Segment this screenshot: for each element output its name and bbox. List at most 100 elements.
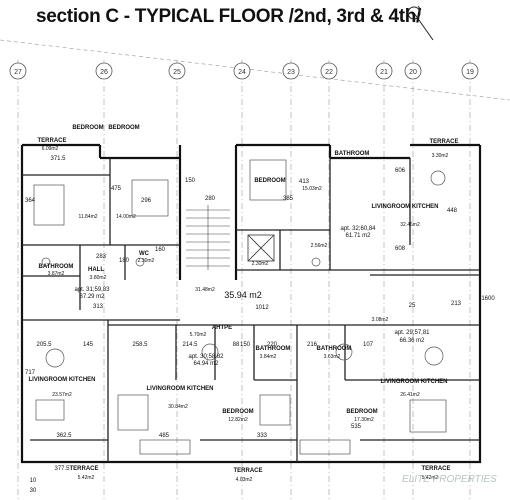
room-name: TERRACE: [421, 466, 450, 472]
dimension-label: 180: [119, 258, 130, 264]
shaft-area-value: 2.30m2: [252, 261, 269, 267]
axis-bubble-21: [375, 62, 393, 80]
axis-bubbles: [9, 62, 479, 80]
dimension-label: 717: [25, 370, 36, 376]
apartment-area: 64.94 m2: [193, 361, 219, 367]
axis-label: 26: [100, 69, 108, 76]
axis-label: 21: [380, 69, 388, 76]
axis-bubble-25: [168, 62, 186, 80]
apartment-area: 66.36 m2: [399, 338, 425, 344]
axis-label: 24: [238, 69, 246, 76]
dimension-label: 606: [395, 168, 406, 174]
interior-walls: [22, 158, 480, 462]
dimension-label: 296: [141, 198, 152, 204]
dimension-label: 107: [363, 342, 374, 348]
apartment-label: apt. 29;57,81: [394, 330, 430, 336]
axis-label: 22: [325, 69, 333, 76]
room-area: 3.84m2: [260, 354, 277, 360]
room-name: BEDROOM: [254, 178, 285, 184]
dimension-label: 1600: [481, 296, 495, 302]
room-area: 14.00m2: [116, 214, 136, 220]
dimension-label: 160: [155, 247, 166, 253]
apartment-label: apt. 30;58,82: [188, 354, 224, 360]
dimension-label: 362.5: [56, 433, 72, 439]
dimension-label: 10: [30, 478, 37, 484]
dimension-label: 475: [111, 186, 122, 192]
dimension-label: 150: [240, 342, 251, 348]
apartment-label: apt. 31;59,83: [74, 287, 110, 293]
dimension-label: 608: [395, 246, 406, 252]
room-name: TERRACE: [429, 139, 458, 145]
room-area: 3.80m2: [90, 275, 107, 281]
room-area: 5.42m2: [422, 475, 439, 481]
dimension-label: 1012: [255, 305, 269, 311]
room-area: 3.87m2: [48, 271, 65, 277]
room-area: 3.30m2: [432, 153, 449, 159]
room-name: TERRACE: [37, 138, 66, 144]
dimension-label: 535: [351, 424, 362, 430]
dimension-label: 88: [233, 342, 240, 348]
dimension-label: 205.5: [36, 342, 52, 348]
room-name: WC: [139, 251, 150, 257]
room-area: 17.30m2: [354, 417, 374, 423]
room-area: 2.56m2: [311, 243, 328, 249]
dimension-label: 364: [25, 198, 36, 204]
dimension-label: 280: [205, 196, 216, 202]
axis-bubble-24: [233, 62, 251, 80]
axis-bubble-27: [9, 62, 27, 80]
room-area: 32.46m2: [400, 222, 420, 228]
room-area: 30.84m2: [168, 404, 188, 410]
drawing-title: section C - TYPICAL FLOOR /2nd, 3rd & 4t…: [36, 6, 422, 27]
room-name: TERRACE: [69, 466, 98, 472]
room-name: BATHROOM: [335, 151, 370, 157]
room-area: 6.09m2: [42, 146, 59, 152]
dimension-label: 333: [257, 433, 268, 439]
room-area: 12.82m2: [228, 417, 248, 423]
dimension-label: 377.5: [54, 466, 70, 472]
dimension-label: 220: [267, 342, 278, 348]
room-area: 5.70m2: [190, 332, 207, 338]
dimension-label: 283: [96, 254, 107, 260]
axis-grid: [0, 39, 510, 500]
dimension-label: 371.5: [50, 156, 66, 162]
axis-bubble-26: [95, 62, 113, 80]
apartment-area: 87.29 m2: [79, 294, 105, 300]
shaft-area-value: 3.08m2: [372, 317, 389, 323]
room-name: BEDROOM: [222, 409, 253, 415]
dimension-label: 150: [185, 178, 196, 184]
room-area: 26.41m2: [400, 392, 420, 398]
room-name: BATHROOM: [39, 264, 74, 270]
room-area: 2.30m2: [138, 258, 155, 264]
axis-label: 20: [409, 69, 417, 76]
dimension-label: 145: [83, 342, 94, 348]
room-area: 15.03m2: [302, 186, 322, 192]
dimension-label: 30: [30, 488, 37, 494]
room-area: 3.63m2: [324, 354, 341, 360]
axis-bubble-23: [282, 62, 300, 80]
room-name: АНТРЕ: [212, 325, 232, 331]
furniture: [33, 159, 447, 455]
axis-bubble-19: [461, 62, 479, 80]
axis-label: 23: [287, 69, 295, 76]
dimension-label: 485: [159, 433, 170, 439]
stair-area-value: 31.48m2: [195, 287, 215, 293]
dimension-label: 413: [299, 179, 310, 185]
room-name: BATHROOM: [317, 346, 352, 352]
dimension-label: 216: [307, 342, 318, 348]
room-area: 11.84m2: [78, 214, 97, 220]
dimension-label: 448: [447, 208, 458, 214]
common-area-value: 35.94 m2: [224, 290, 262, 300]
room-name: LIVINGROOM KITCHEN: [381, 379, 448, 385]
room-name: BEDROOM: [108, 125, 139, 131]
dimension-label: 313: [93, 304, 104, 310]
watermark-logo: ELITE PROPERTIES: [402, 474, 497, 485]
apartment-label: apt. 32;60,84: [340, 226, 376, 232]
axis-bubble-22: [320, 62, 338, 80]
apartment-area: 61.71 m2: [345, 233, 371, 239]
dimension-label: 385: [283, 196, 294, 202]
outer-walls: [20, 143, 482, 464]
room-name: BEDROOM: [72, 125, 103, 131]
north-arrow-icon: [407, 5, 434, 41]
room-name: BEDROOM: [346, 409, 377, 415]
